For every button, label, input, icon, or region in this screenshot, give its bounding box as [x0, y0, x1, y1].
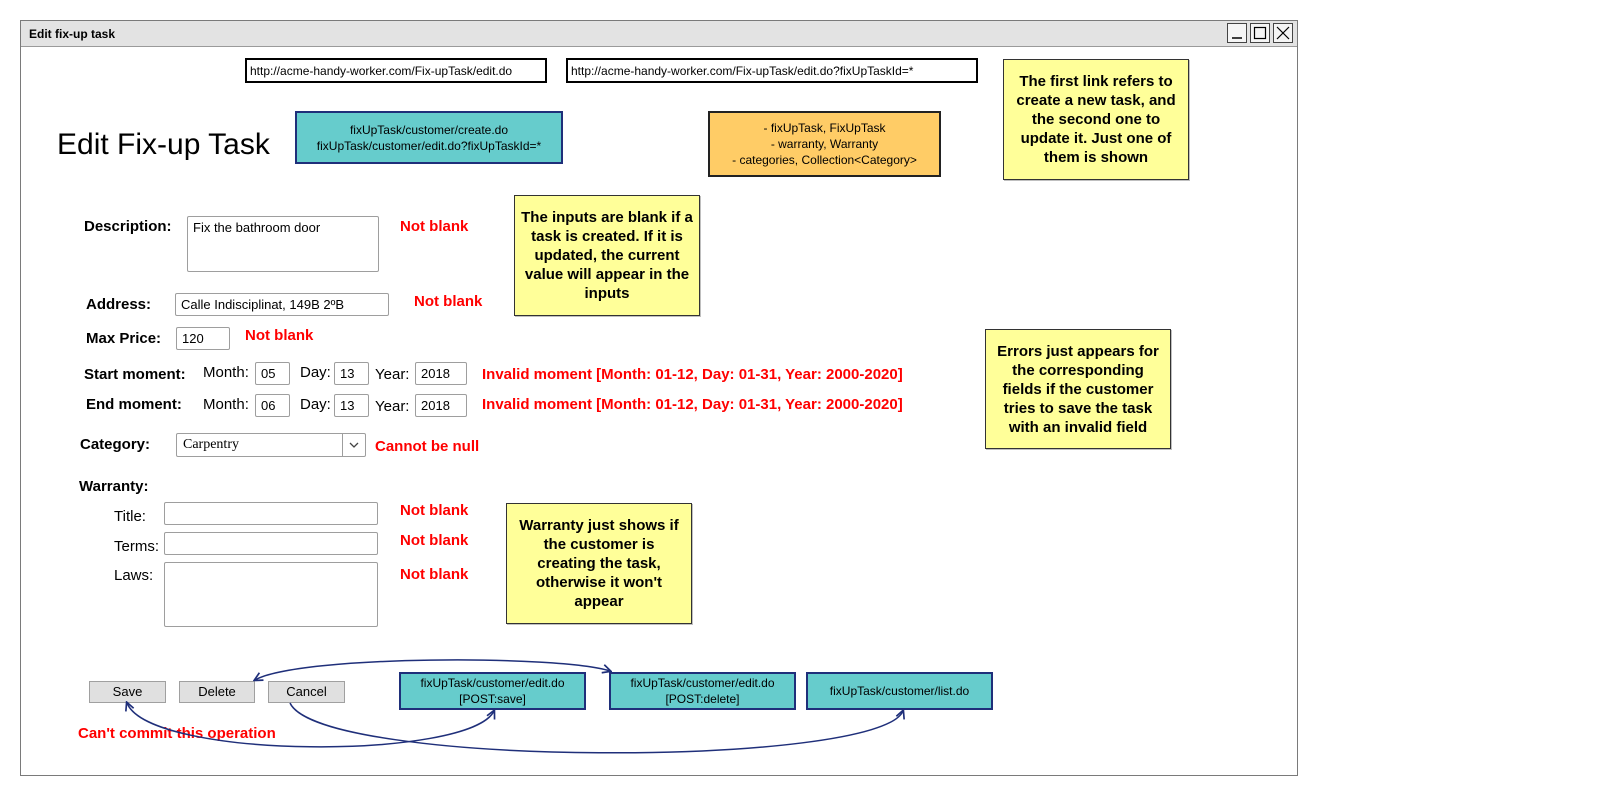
model-box: - fixUpTask, FixUpTask - warranty, Warra… [708, 111, 941, 177]
list-action-route: fixUpTask/customer/list.do [829, 684, 970, 698]
end-month-input[interactable]: 06 [255, 394, 290, 417]
warranty-terms-error: Not blank [400, 532, 469, 549]
save-action-route: fixUpTask/customer/edit.do [420, 676, 565, 690]
maximize-button[interactable] [1250, 23, 1270, 43]
warranty-title-input[interactable] [164, 502, 378, 525]
address-label: Address: [86, 296, 152, 313]
end-day-input[interactable]: 13 [334, 394, 369, 417]
category-label: Category: [80, 436, 151, 453]
minimize-icon [1232, 37, 1242, 39]
start-moment-label: Start moment: [84, 366, 186, 383]
note-links: The first link refers to create a new ta… [1003, 59, 1189, 180]
end-moment-error: Invalid moment [Month: 01-12, Day: 01-31… [482, 396, 903, 413]
address-error: Not blank [414, 293, 483, 310]
start-month-label: Month: [203, 364, 249, 381]
description-label: Description: [84, 218, 172, 235]
minimize-button[interactable] [1227, 23, 1247, 43]
page-title: Edit Fix-up Task [57, 128, 270, 161]
start-month-input[interactable]: 05 [255, 362, 290, 385]
note-warranty: Warranty just shows if the customer is c… [506, 503, 692, 624]
warranty-title-label: Title: [114, 508, 146, 525]
end-year-label: Year: [375, 398, 410, 415]
warranty-terms-input[interactable] [164, 532, 378, 555]
max-price-input[interactable]: 120 [176, 327, 230, 350]
start-year-label: Year: [375, 366, 410, 383]
delete-action-box: fixUpTask/customer/edit.do [POST:delete] [609, 672, 796, 710]
category-selected-value: Carpentry [183, 437, 239, 452]
save-action-box: fixUpTask/customer/edit.do [POST:save] [399, 672, 586, 710]
routes-create: fixUpTask/customer/create.do [349, 122, 509, 137]
routes-box: fixUpTask/customer/create.do fixUpTask/c… [295, 111, 563, 164]
note-inputs: The inputs are blank if a task is create… [514, 195, 700, 316]
delete-action-method: [POST:delete] [665, 692, 740, 706]
commit-error: Can't commit this operation [78, 725, 276, 742]
chevron-down-icon[interactable] [342, 434, 365, 456]
warranty-laws-error: Not blank [400, 566, 469, 583]
start-year-input[interactable]: 2018 [415, 362, 467, 385]
warranty-laws-input[interactable] [164, 562, 378, 627]
list-action-box: fixUpTask/customer/list.do [806, 672, 993, 710]
warranty-laws-label: Laws: [114, 567, 154, 584]
warranty-title-error: Not blank [400, 502, 469, 519]
max-price-label: Max Price: [86, 330, 162, 347]
address-input[interactable]: Calle Indisciplinat, 149B 2ºB [175, 293, 389, 316]
delete-action-route: fixUpTask/customer/edit.do [630, 676, 775, 690]
model-line-1: - fixUpTask, FixUpTask [763, 121, 886, 135]
url-edit[interactable]: http://acme-handy-worker.com/Fix-upTask/… [566, 58, 978, 83]
window-title: Edit fix-up task [29, 27, 116, 41]
warranty-terms-label: Terms: [114, 538, 159, 555]
description-error: Not blank [400, 218, 469, 235]
model-line-3: - categories, Collection<Category> [732, 153, 917, 167]
cancel-button[interactable]: Cancel [268, 681, 345, 703]
model-line-2: - warranty, Warranty [770, 137, 879, 151]
save-action-method: [POST:save] [459, 692, 526, 706]
start-day-input[interactable]: 13 [334, 362, 369, 385]
warranty-label: Warranty: [79, 478, 149, 495]
save-button[interactable]: Save [89, 681, 166, 703]
maximize-icon [1253, 26, 1267, 40]
start-moment-error: Invalid moment [Month: 01-12, Day: 01-31… [482, 366, 903, 383]
end-month-label: Month: [203, 396, 249, 413]
end-day-label: Day: [300, 396, 331, 413]
end-year-input[interactable]: 2018 [415, 394, 467, 417]
start-day-label: Day: [300, 364, 331, 381]
max-price-error: Not blank [245, 327, 314, 344]
close-icon [1276, 26, 1290, 40]
window-titlebar: Edit fix-up task [21, 21, 1297, 47]
close-button[interactable] [1273, 23, 1293, 43]
end-moment-label: End moment: [86, 396, 182, 413]
category-select[interactable]: Carpentry [176, 433, 366, 457]
url-create[interactable]: http://acme-handy-worker.com/Fix-upTask/… [245, 58, 547, 83]
note-errors: Errors just appears for the correspondin… [985, 329, 1171, 449]
routes-edit: fixUpTask/customer/edit.do?fixUpTaskId=* [316, 138, 542, 153]
delete-button[interactable]: Delete [179, 681, 255, 703]
description-input[interactable]: Fix the bathroom door [187, 216, 379, 272]
category-error: Cannot be null [375, 438, 480, 455]
